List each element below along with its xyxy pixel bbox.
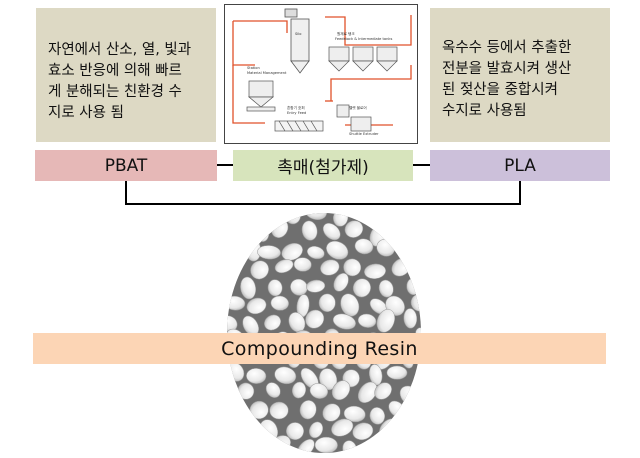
pellet — [357, 381, 378, 404]
pellet — [306, 246, 325, 260]
pellet — [410, 441, 421, 453]
pellet — [389, 436, 404, 453]
pellet — [240, 213, 258, 223]
pellet — [303, 213, 328, 221]
pbat-description: 자연에서 산소, 열, 빛과 효소 반응에 의해 빠르 게 분해되는 친환경 수… — [36, 8, 216, 142]
svg-text:원재료 탱크: 원재료 탱크 — [337, 31, 355, 36]
pellet — [308, 421, 324, 439]
pellet — [291, 381, 307, 399]
pellet — [389, 219, 408, 237]
pellet — [331, 380, 351, 401]
pellet — [415, 369, 421, 385]
pellet — [281, 242, 303, 261]
pellet — [269, 401, 289, 420]
pellet — [400, 213, 418, 222]
pellet — [343, 405, 366, 423]
pellet — [357, 313, 377, 328]
svg-text:Material Management: Material Management — [247, 71, 287, 75]
pellet — [376, 309, 395, 333]
pellet — [274, 366, 297, 385]
pellet — [227, 404, 244, 423]
pellet — [331, 418, 354, 437]
pellet — [232, 437, 250, 453]
pellet — [332, 313, 356, 330]
pellet — [354, 238, 374, 255]
pellet — [319, 368, 338, 391]
pellet — [265, 382, 281, 398]
svg-text:Shuttle Extruder: Shuttle Extruder — [349, 132, 379, 136]
pellet — [369, 364, 383, 386]
pellet — [240, 276, 256, 300]
pellet — [352, 422, 374, 441]
pellet — [250, 260, 269, 280]
pellet — [239, 416, 254, 438]
pellet — [257, 245, 281, 260]
pellet — [326, 240, 349, 260]
pbat-label: PBAT — [35, 150, 217, 181]
pellet — [340, 293, 360, 317]
catalyst-label: 촉매(첨가제) — [233, 150, 413, 181]
compounding-resin-label: Compounding Resin — [33, 333, 606, 364]
svg-text:Station: Station — [247, 66, 260, 70]
svg-text:Feedstock & Intermediate tanks: Feedstock & Intermediate tanks — [335, 37, 392, 41]
pellet — [290, 278, 308, 296]
pellet — [364, 263, 386, 279]
svg-text:Entry Feed: Entry Feed — [287, 111, 306, 115]
pellet — [246, 368, 267, 384]
pellet — [264, 314, 281, 331]
pellet — [352, 278, 371, 298]
pellet — [314, 436, 338, 453]
pellet — [378, 279, 394, 298]
pellet — [343, 258, 362, 277]
pellet — [227, 387, 234, 405]
pellet — [253, 443, 270, 453]
pellet — [322, 403, 341, 422]
pellet — [412, 258, 421, 278]
pellet — [227, 419, 236, 434]
pellet — [309, 383, 329, 399]
pellet — [267, 279, 283, 297]
pellet — [386, 365, 408, 380]
pellet — [286, 422, 304, 440]
pellet — [320, 259, 340, 276]
pellet — [301, 220, 318, 241]
pellet — [227, 315, 238, 332]
pellet — [411, 400, 421, 419]
process-diagram-image: Silo 원재료 탱크 Feedstock & Intermediate tan… — [224, 4, 418, 144]
pellet — [246, 297, 267, 315]
pla-description: 옥수수 등에서 추출한 전분을 발효시켜 생산 된 젖산을 중합시켜 수지로 사… — [430, 8, 610, 142]
pellet — [374, 382, 392, 400]
pellet — [400, 235, 415, 257]
pellet — [318, 293, 336, 312]
pellet — [322, 223, 341, 241]
pellet — [274, 259, 294, 274]
svg-text:Silo: Silo — [295, 32, 301, 36]
pellet — [293, 257, 312, 272]
pellet — [369, 407, 385, 425]
pellet — [344, 220, 364, 238]
pla-label: PLA — [430, 150, 610, 181]
svg-text:펠렛 블로어: 펠렛 블로어 — [349, 105, 367, 110]
pellet — [305, 309, 325, 329]
pellet — [231, 222, 249, 241]
pellet — [409, 226, 421, 241]
svg-text:혼합기 호퍼: 혼합기 호퍼 — [287, 105, 305, 110]
pellet — [227, 213, 233, 224]
pellet — [405, 417, 421, 435]
pellet — [299, 400, 317, 420]
pellet — [270, 295, 289, 311]
pellet — [376, 213, 394, 223]
pellet — [403, 308, 418, 329]
pellet — [306, 279, 326, 293]
pellet — [333, 273, 349, 292]
pellet — [227, 241, 233, 257]
pellet — [263, 213, 277, 228]
